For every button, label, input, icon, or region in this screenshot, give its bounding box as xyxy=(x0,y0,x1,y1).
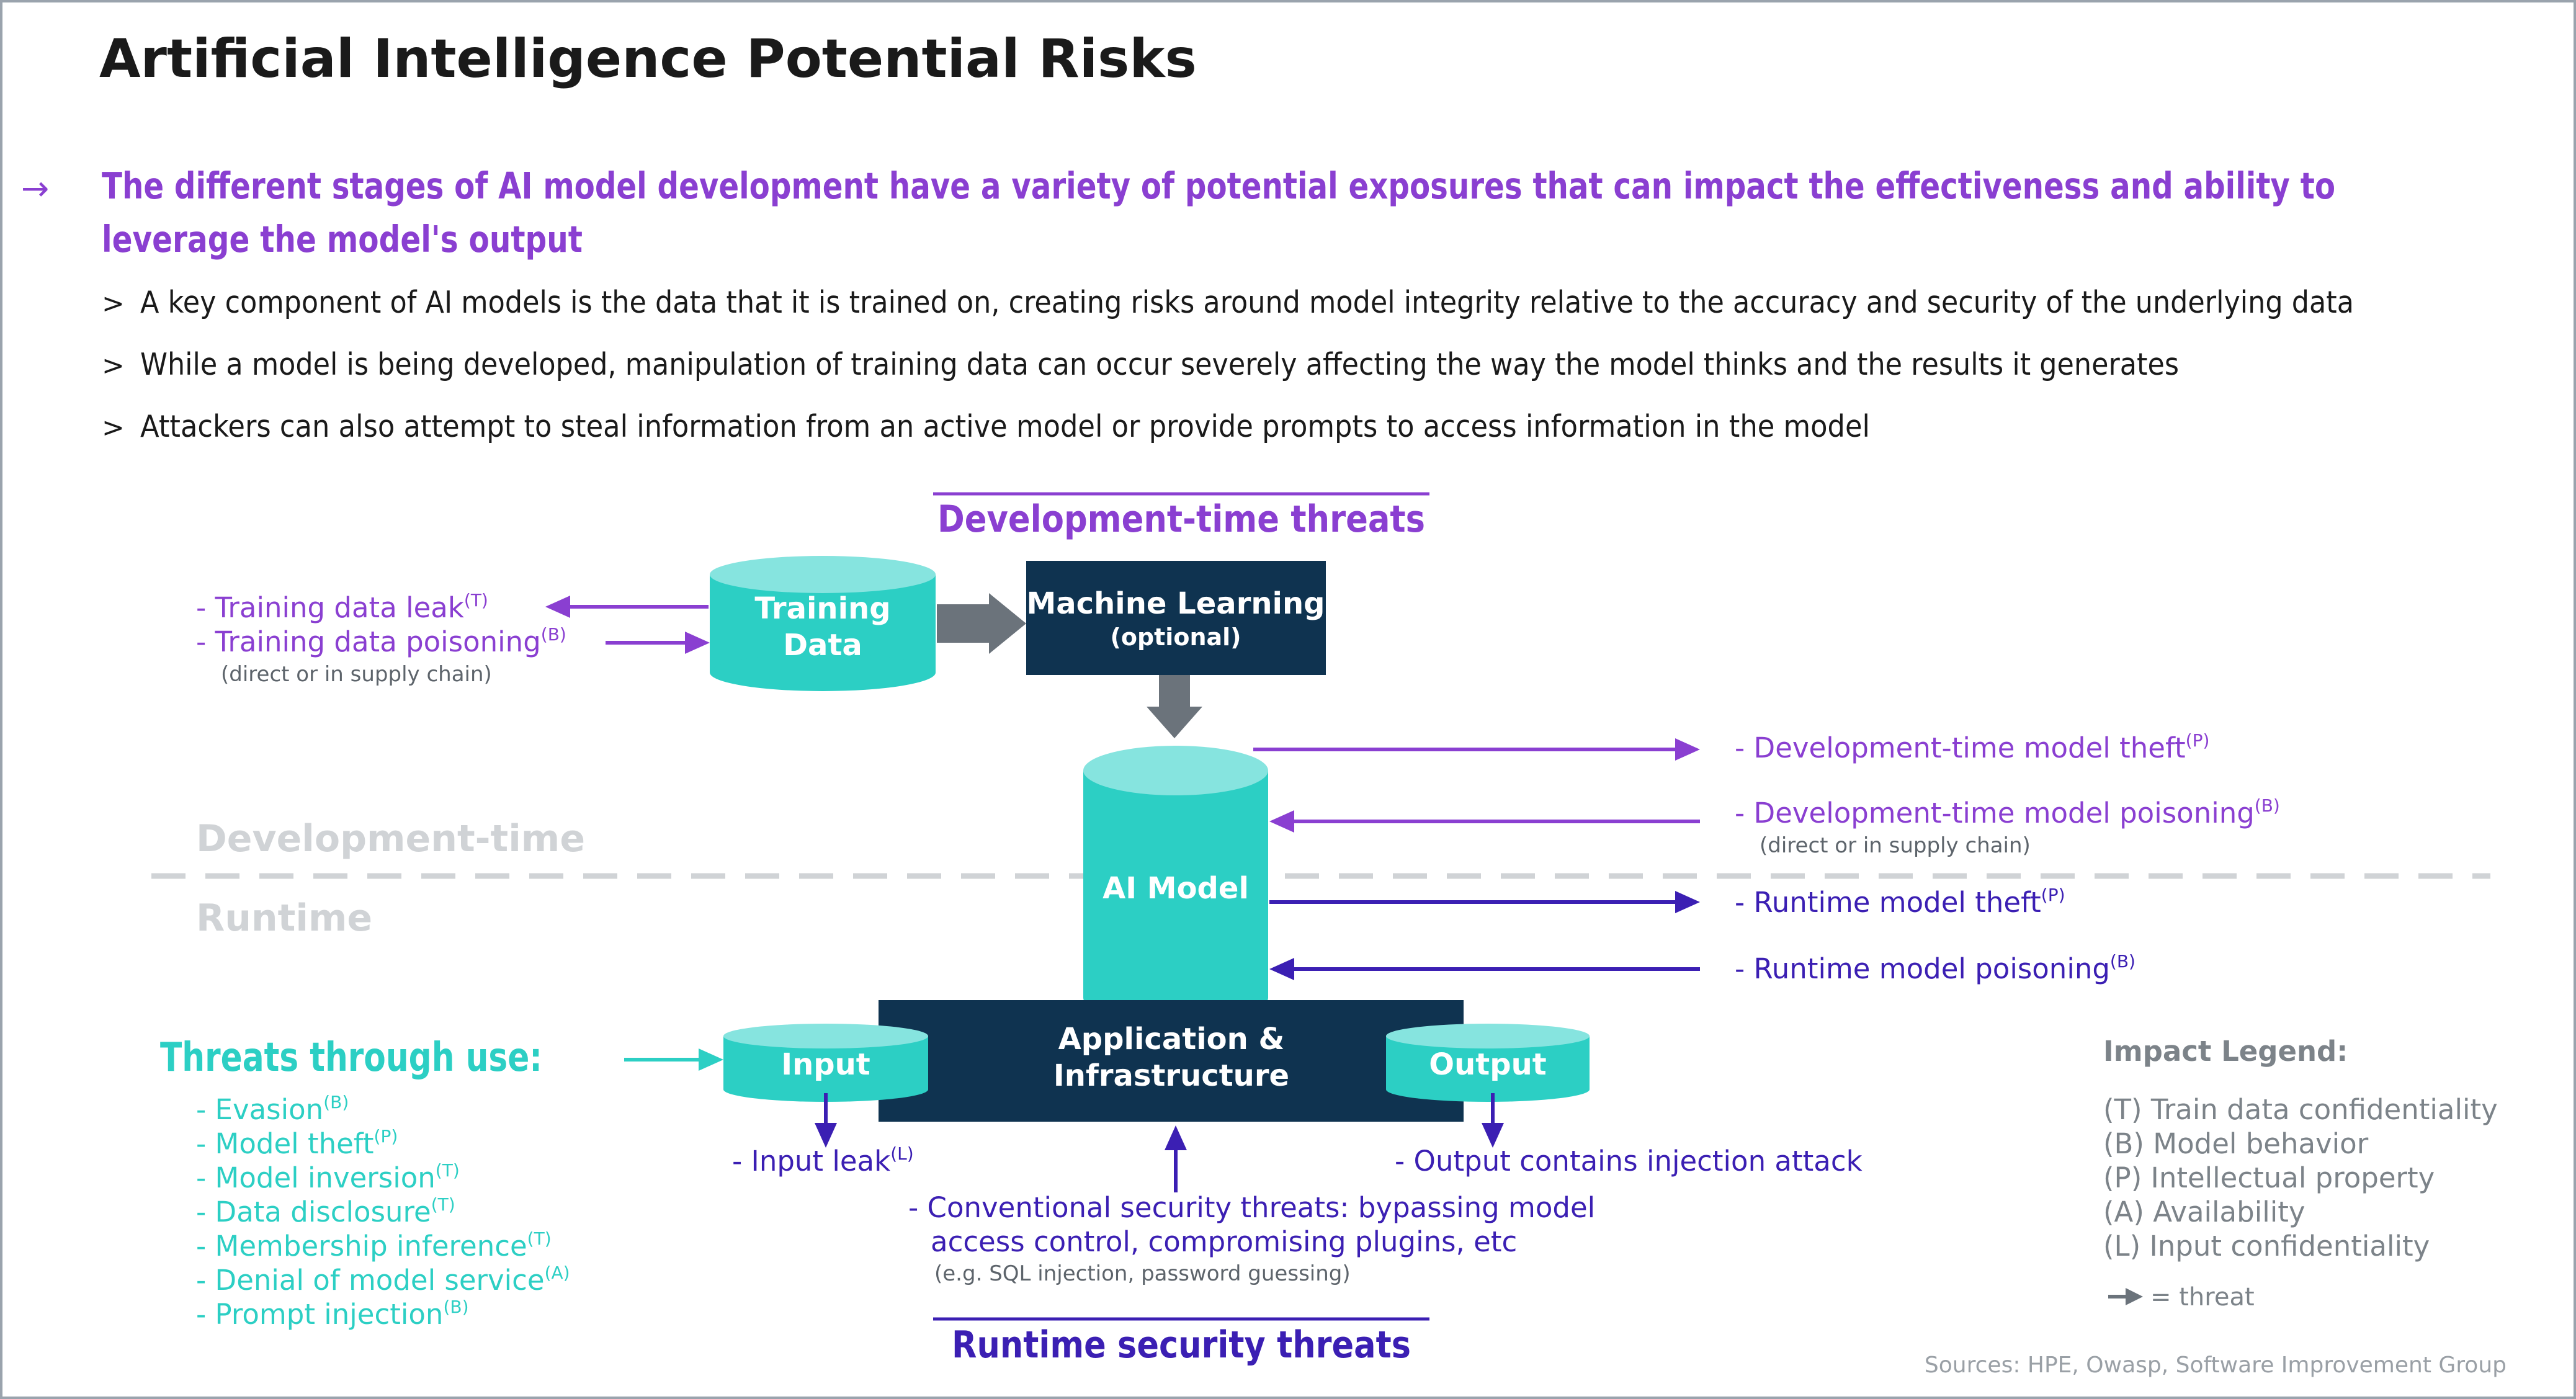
training-poison-arrow xyxy=(606,632,710,654)
output-injection-arrow xyxy=(1482,1093,1504,1148)
legend-arrow-label: = threat xyxy=(2150,1283,2255,1312)
use-threat-item: - Denial of model service(A) xyxy=(196,1263,570,1297)
legend-item: (L) Input confidentiality xyxy=(2103,1230,2430,1263)
use-threat-item: - Membership inference(T) xyxy=(196,1228,552,1263)
legend-title: Impact Legend: xyxy=(2103,1035,2348,1068)
legend-item: (T) Train data confidentiality xyxy=(2103,1093,2498,1126)
headline-line-2: leverage the model's output xyxy=(102,218,583,261)
training-data-label: Training xyxy=(754,591,890,626)
legend-threat-arrow-icon xyxy=(2108,1288,2143,1305)
use-threat-item: - Model theft(P) xyxy=(196,1126,398,1160)
application-node: Application & Infrastructure xyxy=(879,1000,1464,1122)
threat-dev-model-theft: - Development-time model theft(P) xyxy=(1735,730,2209,764)
threat-input-leak: - Input leak(L) xyxy=(732,1143,914,1178)
threat-runtime-model-theft: - Runtime model theft(P) xyxy=(1735,885,2065,919)
training-leak-arrow xyxy=(545,596,709,618)
impact-legend: Impact Legend: (T) Train data confidenti… xyxy=(2103,1035,2498,1312)
ai-model-label: AI Model xyxy=(1102,871,1249,906)
sources-footnote: Sources: HPE, Owasp, Software Improvemen… xyxy=(1925,1352,2507,1378)
threat-training-leak: - Training data leak(T) xyxy=(196,590,488,624)
bullet-marker: > xyxy=(102,350,125,382)
use-threats-arrow xyxy=(624,1048,723,1071)
output-label: Output xyxy=(1429,1047,1546,1082)
flow-arrow-ml-to-model xyxy=(1147,675,1202,738)
use-threat-item: - Prompt injection(B) xyxy=(196,1297,469,1331)
conventional-threat-arrow xyxy=(1165,1125,1187,1192)
input-node: Input xyxy=(723,1024,928,1102)
threat-conventional-line-1: - Conventional security threats: bypassi… xyxy=(908,1191,1595,1224)
dev-poison-arrow xyxy=(1269,810,1700,833)
app-label: Infrastructure xyxy=(1053,1058,1289,1093)
runtime-theft-arrow xyxy=(1269,891,1700,913)
app-label: Application & xyxy=(1058,1022,1285,1057)
use-threat-item: - Evasion(B) xyxy=(196,1092,349,1126)
threat-training-poisoning: - Training data poisoning(B) xyxy=(196,624,566,658)
legend-item: (A) Availability xyxy=(2103,1196,2305,1228)
threat-conventional-line-2: access control, compromising plugins, et… xyxy=(931,1225,1517,1258)
threat-runtime-model-poisoning: - Runtime model poisoning(B) xyxy=(1735,951,2135,985)
dev-time-label: Development-time xyxy=(196,817,585,860)
bullet-marker: > xyxy=(102,288,125,320)
runtime-label: Runtime xyxy=(196,896,372,940)
bullet-marker: > xyxy=(102,412,125,444)
input-label: Input xyxy=(781,1047,870,1082)
conventional-note: (e.g. SQL injection, password guessing) xyxy=(934,1261,1351,1286)
headline-line-1: The different stages of AI model develop… xyxy=(102,164,2335,207)
output-node: Output xyxy=(1386,1024,1590,1102)
threat-output-injection: - Output contains injection attack xyxy=(1395,1145,1863,1178)
threat-dev-model-poisoning: - Development-time model poisoning(B) xyxy=(1735,795,2280,829)
bullet-list: > A key component of AI models is the da… xyxy=(102,285,2354,444)
flow-arrow-data-to-ml xyxy=(937,593,1026,654)
machine-learning-node: Machine Learning (optional) xyxy=(1026,561,1326,675)
ml-sublabel: (optional) xyxy=(1110,624,1241,651)
ai-model-node: AI Model xyxy=(1083,746,1268,1022)
use-threat-item: - Data disclosure(T) xyxy=(196,1194,455,1228)
runtime-threats-heading: Runtime security threats xyxy=(952,1323,1411,1367)
training-poisoning-note: (direct or in supply chain) xyxy=(221,662,492,687)
dev-model-poisoning-note: (direct or in supply chain) xyxy=(1760,833,2031,858)
input-leak-arrow xyxy=(815,1093,837,1148)
bullet-text: While a model is being developed, manipu… xyxy=(140,347,2179,382)
legend-item: (B) Model behavior xyxy=(2103,1127,2369,1160)
training-data-label: Data xyxy=(783,628,862,663)
use-threats-list: - Evasion(B) - Model theft(P) - Model in… xyxy=(196,1092,570,1331)
use-threat-item: - Model inversion(T) xyxy=(196,1160,460,1194)
ml-label: Machine Learning xyxy=(1026,586,1325,621)
dev-theft-arrow xyxy=(1253,738,1700,761)
legend-item: (P) Intellectual property xyxy=(2103,1161,2435,1194)
training-data-node: Training Data xyxy=(710,556,936,691)
runtime-poison-arrow xyxy=(1269,958,1700,980)
headline-arrow-icon: → xyxy=(21,169,49,208)
use-threats-heading: Threats through use: xyxy=(160,1035,542,1081)
page-title: Artificial Intelligence Potential Risks xyxy=(99,28,1197,90)
bullet-text: Attackers can also attempt to steal info… xyxy=(140,409,1870,444)
bullet-text: A key component of AI models is the data… xyxy=(140,285,2354,320)
dev-threats-heading: Development-time threats xyxy=(937,498,1425,541)
